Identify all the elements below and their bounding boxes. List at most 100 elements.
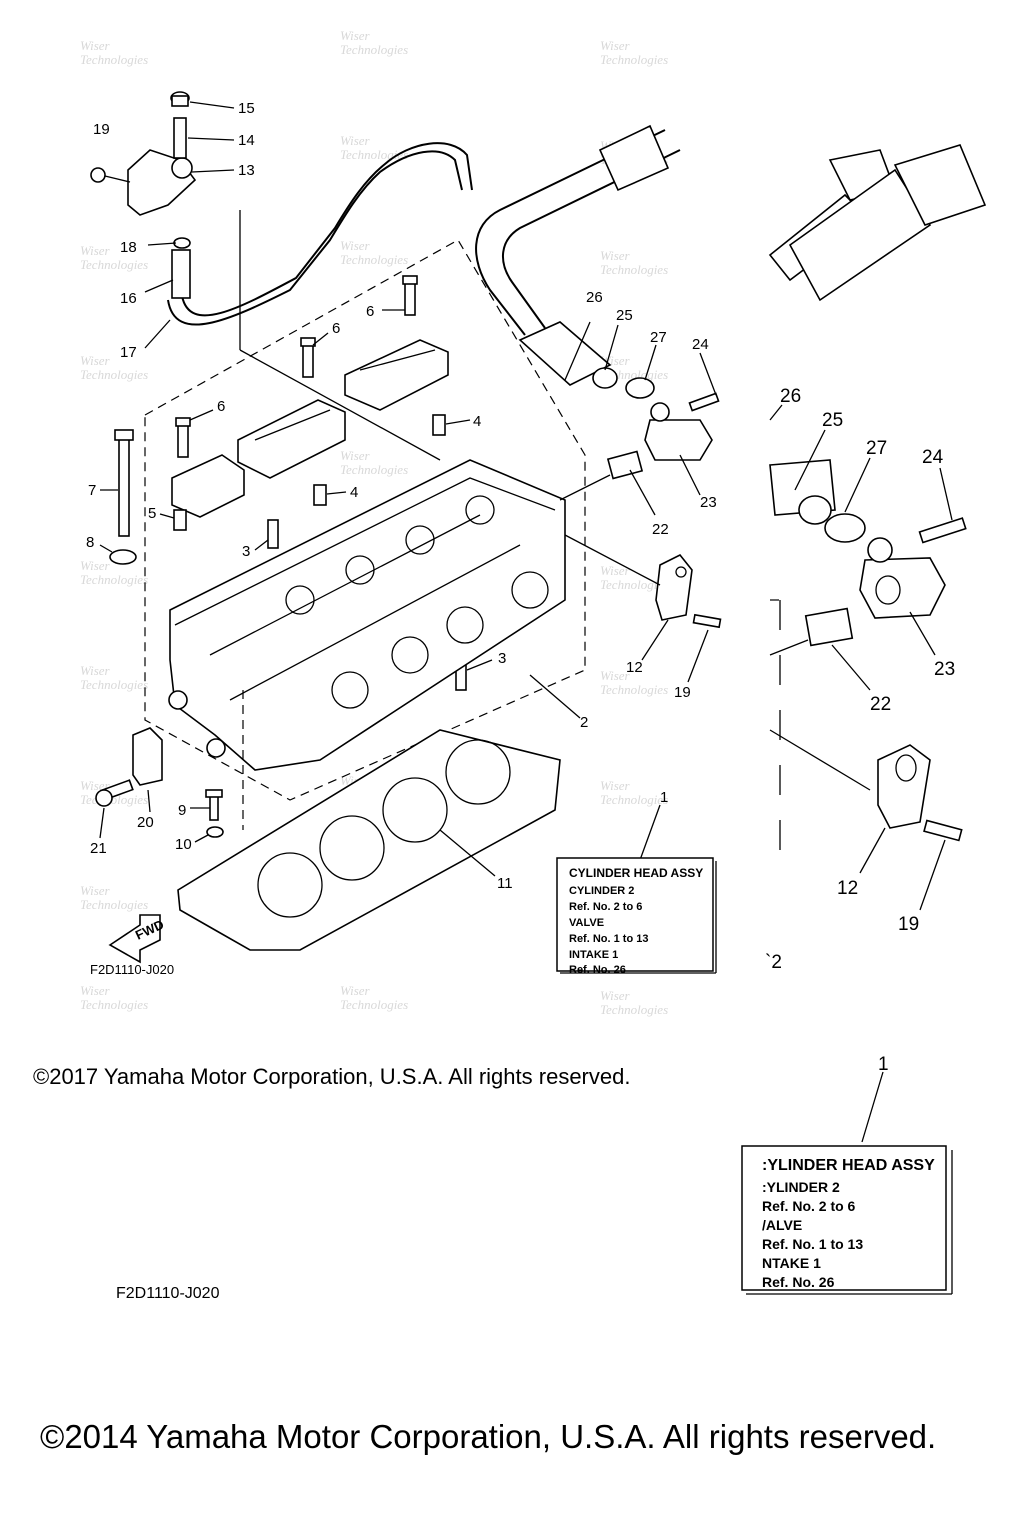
svg-text:Technologies: Technologies xyxy=(80,52,148,67)
callout-6c: 6 xyxy=(217,398,225,415)
svg-text:Technologies: Technologies xyxy=(600,682,668,697)
zoom-callout-26: 26 xyxy=(780,386,801,407)
assy-line-5: INTAKE 1 xyxy=(569,949,618,961)
callout-12: 12 xyxy=(626,659,643,676)
assy-zoom-line-3: /ALVE xyxy=(762,1217,802,1233)
diagram-code-zoom: F2D1110-J020 xyxy=(116,1285,220,1302)
svg-text:Technologies: Technologies xyxy=(80,257,148,272)
zoom-bracket-12 xyxy=(877,744,931,829)
svg-text:Technologies: Technologies xyxy=(80,897,148,912)
svg-text:Wiser: Wiser xyxy=(340,238,371,253)
callout-11: 11 xyxy=(497,875,513,892)
clamp-27 xyxy=(625,377,655,399)
zoom-callout-19: 19 xyxy=(898,914,919,935)
cam-cap-a xyxy=(344,339,449,411)
zoom-fitting-23 xyxy=(859,557,946,619)
diagram-code: F2D1110-J020 xyxy=(90,962,174,977)
callout-23: 23 xyxy=(700,494,717,511)
bolt-19b xyxy=(692,613,722,629)
hose-17 xyxy=(167,150,463,326)
callout-4a: 4 xyxy=(473,413,481,430)
zoom-clamp-27 xyxy=(824,513,866,543)
callout-24: 24 xyxy=(692,336,709,353)
callout-17: 17 xyxy=(120,344,137,361)
svg-text:Wiser: Wiser xyxy=(80,558,111,573)
svg-text:Wiser: Wiser xyxy=(340,983,371,998)
svg-text:Wiser: Wiser xyxy=(340,28,371,43)
callout-13: 13 xyxy=(238,162,255,179)
callout-5: 5 xyxy=(148,505,156,522)
callout-7: 7 xyxy=(88,482,96,499)
zoom-callout-22: 22 xyxy=(870,694,891,715)
callout-22: 22 xyxy=(652,521,669,538)
assy-dashed-box xyxy=(144,239,586,801)
zoom-leader-lines xyxy=(769,404,953,1143)
callout-2: 2 xyxy=(580,714,588,731)
hose-16 xyxy=(171,249,191,299)
zoom-callout-2: `2 xyxy=(765,952,782,973)
callout-4b: 4 xyxy=(350,484,358,501)
bolt-24 xyxy=(688,392,720,412)
assy-zoom-line-1: :YLINDER 2 xyxy=(762,1179,840,1195)
svg-text:Technologies: Technologies xyxy=(600,792,668,807)
zoom-callout-12: 12 xyxy=(837,878,858,899)
bolt-7 xyxy=(118,435,130,537)
svg-text:Wiser: Wiser xyxy=(340,133,371,148)
callout-21: 21 xyxy=(90,840,107,857)
zoom-sensor-22 xyxy=(804,607,854,647)
svg-text:Wiser: Wiser xyxy=(80,243,111,258)
svg-text:Technologies: Technologies xyxy=(340,252,408,267)
callout-18: 18 xyxy=(120,239,137,256)
main-view: FWD F2D1110-J020 xyxy=(86,91,897,977)
zoom-bolt-24 xyxy=(918,517,967,544)
svg-text:Wiser: Wiser xyxy=(600,563,631,578)
callout-26: 26 xyxy=(586,289,603,306)
callout-6a: 6 xyxy=(366,303,374,320)
assy-line-2: Ref. No. 2 to 6 xyxy=(569,901,642,913)
intake-pipe-26 xyxy=(475,129,666,336)
callout-20: 20 xyxy=(137,814,154,831)
svg-text:Technologies: Technologies xyxy=(80,367,148,382)
zoom-callout-23: 23 xyxy=(934,659,955,680)
callout-3a: 3 xyxy=(242,543,250,560)
bracket-12 xyxy=(655,553,693,621)
callout-15: 15 xyxy=(238,100,255,117)
svg-text:Technologies: Technologies xyxy=(600,52,668,67)
clip-18 xyxy=(173,237,191,249)
svg-text:Technologies: Technologies xyxy=(340,997,408,1012)
callout-3b: 3 xyxy=(498,650,506,667)
svg-text:Technologies: Technologies xyxy=(80,572,148,587)
bolt-19a xyxy=(90,167,106,183)
callout-1: 1 xyxy=(660,789,668,806)
copyright-2014: ©2014 Yamaha Motor Corporation, U.S.A. A… xyxy=(40,1418,937,1455)
zoom-bolt-19 xyxy=(923,819,963,842)
svg-text:Wiser: Wiser xyxy=(340,448,371,463)
callout-27: 27 xyxy=(650,329,667,346)
callout-8: 8 xyxy=(86,534,94,551)
sensor-22 xyxy=(606,450,644,480)
callout-19b: 19 xyxy=(674,684,691,701)
washer-8 xyxy=(109,549,137,565)
callout-6b: 6 xyxy=(332,320,340,337)
svg-text:Wiser: Wiser xyxy=(600,38,631,53)
cam-cap-b xyxy=(237,399,346,479)
svg-text:Technologies: Technologies xyxy=(80,997,148,1012)
zoom-view: 26 25 27 24 22 23 12 19 `2 1 :YLINDER HE… xyxy=(116,144,987,1302)
zoom-callout-27: 27 xyxy=(866,438,887,459)
assy-line-3: VALVE xyxy=(569,917,604,929)
assy-zoom-line-6: Ref. No. 26 xyxy=(762,1274,835,1290)
callout-14: 14 xyxy=(238,132,255,149)
fwd-arrow-icon xyxy=(108,914,161,964)
assy-zoom-line-5: NTAKE 1 xyxy=(762,1255,821,1271)
callout-16: 16 xyxy=(120,290,137,307)
svg-text:Wiser: Wiser xyxy=(80,353,111,368)
svg-text:Wiser: Wiser xyxy=(80,983,111,998)
head-gasket-11 xyxy=(177,729,561,951)
zoom-callout-25: 25 xyxy=(822,410,843,431)
svg-text:Wiser: Wiser xyxy=(600,668,631,683)
assy-line-1: CYLINDER 2 xyxy=(569,885,634,897)
svg-text:Technologies: Technologies xyxy=(600,262,668,277)
svg-text:Wiser: Wiser xyxy=(600,988,631,1003)
svg-text:Wiser: Wiser xyxy=(600,248,631,263)
